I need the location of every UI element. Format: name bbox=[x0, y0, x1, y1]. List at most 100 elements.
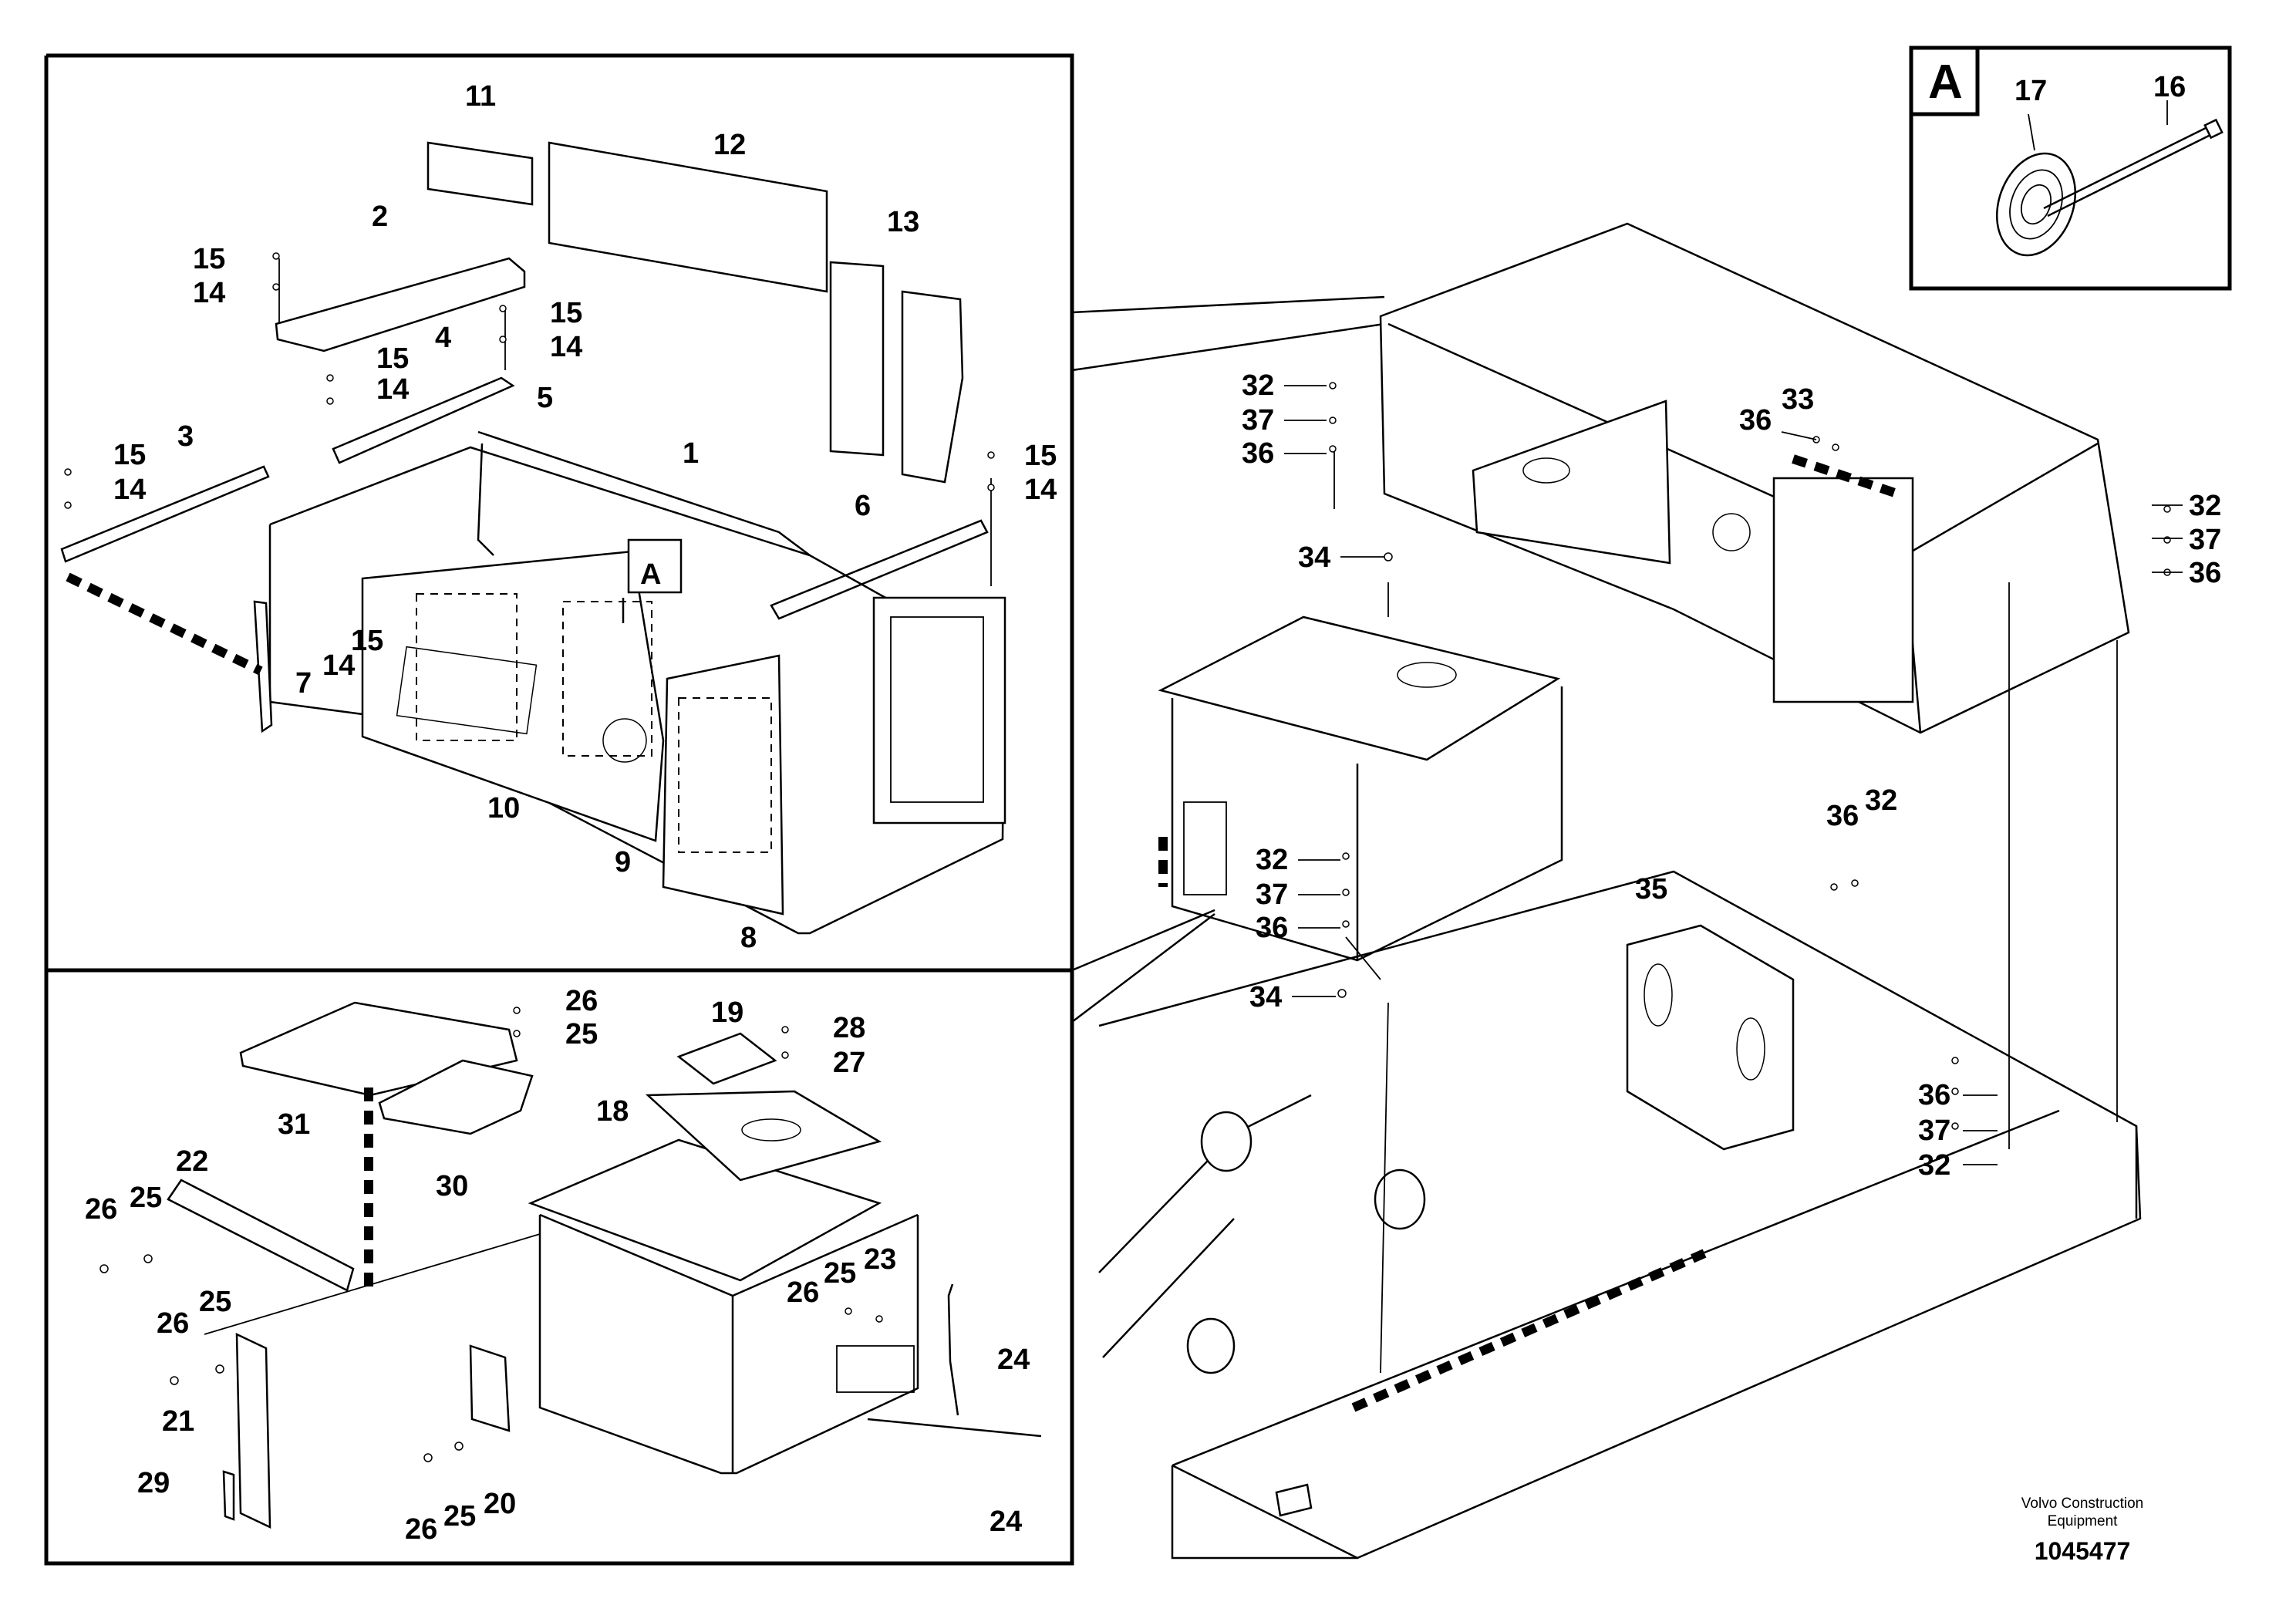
callout-26: 26 bbox=[157, 1307, 189, 1340]
callout-36: 36 bbox=[1256, 912, 1288, 944]
callout-10: 10 bbox=[487, 792, 520, 824]
plate-19 bbox=[676, 1032, 777, 1085]
bottom-left-labels: 26 25 19 28 27 31 30 18 22 26 25 26 25 2… bbox=[85, 985, 1030, 1546]
callout-26: 26 bbox=[787, 1276, 819, 1309]
manufacturer-line-1: Volvo Construction bbox=[2021, 1496, 2143, 1512]
callout-36: 36 bbox=[1242, 437, 1274, 470]
detail-a-frame bbox=[1909, 46, 2232, 291]
callout-35: 35 bbox=[1635, 873, 1667, 905]
callout-32: 32 bbox=[1865, 784, 1897, 817]
callout-15: 15 bbox=[550, 297, 582, 329]
callout-15: 15 bbox=[351, 625, 383, 657]
callout-32: 32 bbox=[1242, 369, 1274, 402]
callout-37: 37 bbox=[1918, 1114, 1950, 1147]
bottom-left-assembly bbox=[99, 1001, 1042, 1529]
callout-37: 37 bbox=[2189, 524, 2221, 556]
callout-12: 12 bbox=[713, 129, 746, 161]
plate-12 bbox=[548, 141, 828, 293]
callout-36: 36 bbox=[2189, 557, 2221, 589]
callout-3: 3 bbox=[177, 420, 194, 453]
plate-11 bbox=[426, 141, 534, 206]
right-labels: 32 37 36 36 33 34 32 37 36 32 37 36 34 3… bbox=[1242, 369, 2221, 1182]
callout-33: 33 bbox=[1782, 383, 1814, 416]
callout-30: 30 bbox=[436, 1170, 468, 1202]
callout-22: 22 bbox=[176, 1145, 208, 1178]
callout-15: 15 bbox=[193, 243, 225, 275]
rail-4 bbox=[332, 376, 515, 464]
plate-35 bbox=[1626, 924, 1795, 1151]
callout-26: 26 bbox=[405, 1513, 437, 1546]
callout-25: 25 bbox=[565, 1018, 598, 1050]
callout-36: 36 bbox=[1739, 404, 1772, 437]
callout-36: 36 bbox=[1918, 1079, 1950, 1111]
detail-a-parts bbox=[1996, 100, 2224, 257]
callout-29: 29 bbox=[137, 1467, 170, 1499]
clip-29 bbox=[222, 1470, 235, 1521]
callout-21: 21 bbox=[162, 1405, 194, 1438]
right-assembly bbox=[1098, 222, 2171, 1560]
chassis bbox=[1098, 870, 2142, 1560]
bracket-2 bbox=[275, 257, 526, 352]
plate-13b bbox=[901, 290, 964, 484]
callout-14: 14 bbox=[550, 331, 582, 363]
panel-8 bbox=[662, 654, 784, 916]
callout-31: 31 bbox=[278, 1108, 310, 1141]
tube-24b bbox=[867, 1418, 1042, 1438]
callout-25: 25 bbox=[824, 1257, 856, 1290]
callout-17: 17 bbox=[2014, 75, 2047, 107]
callout-36: 36 bbox=[1826, 800, 1859, 832]
callout-23: 23 bbox=[864, 1243, 896, 1276]
middle-box bbox=[1158, 615, 1561, 761]
callout-32: 32 bbox=[1918, 1149, 1950, 1182]
callout-14: 14 bbox=[322, 649, 355, 682]
bar-6 bbox=[770, 519, 989, 620]
upper-frame bbox=[1379, 222, 2130, 734]
callout-7: 7 bbox=[295, 667, 312, 700]
bottom-left-view-frame bbox=[44, 968, 1074, 1566]
callout-19: 19 bbox=[711, 996, 743, 1029]
callout-18: 18 bbox=[596, 1095, 629, 1128]
callout-25: 25 bbox=[130, 1182, 162, 1214]
callout-26: 26 bbox=[565, 985, 598, 1017]
callout-20: 20 bbox=[484, 1488, 516, 1520]
plate-20 bbox=[469, 1344, 511, 1432]
callout-34: 34 bbox=[1298, 541, 1330, 574]
callout-27: 27 bbox=[833, 1047, 865, 1079]
callout-24: 24 bbox=[997, 1344, 1030, 1376]
callout-37: 37 bbox=[1256, 878, 1288, 911]
callout-14: 14 bbox=[113, 474, 146, 506]
box-18 bbox=[528, 1138, 882, 1282]
callout-6: 6 bbox=[855, 490, 871, 522]
callout-16: 16 bbox=[2153, 71, 2186, 103]
callout-8: 8 bbox=[740, 922, 757, 954]
cover-30 bbox=[378, 1059, 534, 1135]
callout-5: 5 bbox=[537, 382, 553, 414]
tube-24a bbox=[947, 1283, 959, 1416]
right-leaders bbox=[1284, 385, 2183, 1165]
callout-25: 25 bbox=[443, 1500, 476, 1533]
callout-a: A bbox=[640, 558, 661, 591]
bar-22 bbox=[167, 1179, 355, 1292]
plate-13a bbox=[829, 261, 885, 457]
view-connector-lines bbox=[1070, 295, 1385, 1023]
document-number: 1045477 bbox=[2035, 1537, 2131, 1565]
callout-4: 4 bbox=[435, 322, 451, 354]
bolt-16 bbox=[2043, 123, 2213, 210]
callout-26: 26 bbox=[85, 1193, 117, 1226]
callout-14: 14 bbox=[376, 373, 409, 406]
callout-9: 9 bbox=[615, 846, 631, 878]
callout-2: 2 bbox=[372, 201, 388, 233]
manufacturer-line-2: Equipment bbox=[2048, 1513, 2119, 1529]
detail-a-labels: A 17 16 bbox=[1928, 56, 2186, 109]
callout-14: 14 bbox=[193, 277, 225, 309]
callout-1: 1 bbox=[683, 437, 699, 470]
callout-32: 32 bbox=[2189, 490, 2221, 522]
callout-37: 37 bbox=[1242, 404, 1274, 437]
callout-34: 34 bbox=[1249, 981, 1282, 1013]
disc-17 bbox=[1996, 152, 2076, 257]
hook-7 bbox=[253, 600, 273, 733]
footer-block: Volvo Construction Equipment 1045477 bbox=[2021, 1496, 2143, 1565]
callout-28: 28 bbox=[833, 1012, 865, 1044]
callout-11: 11 bbox=[465, 80, 496, 113]
